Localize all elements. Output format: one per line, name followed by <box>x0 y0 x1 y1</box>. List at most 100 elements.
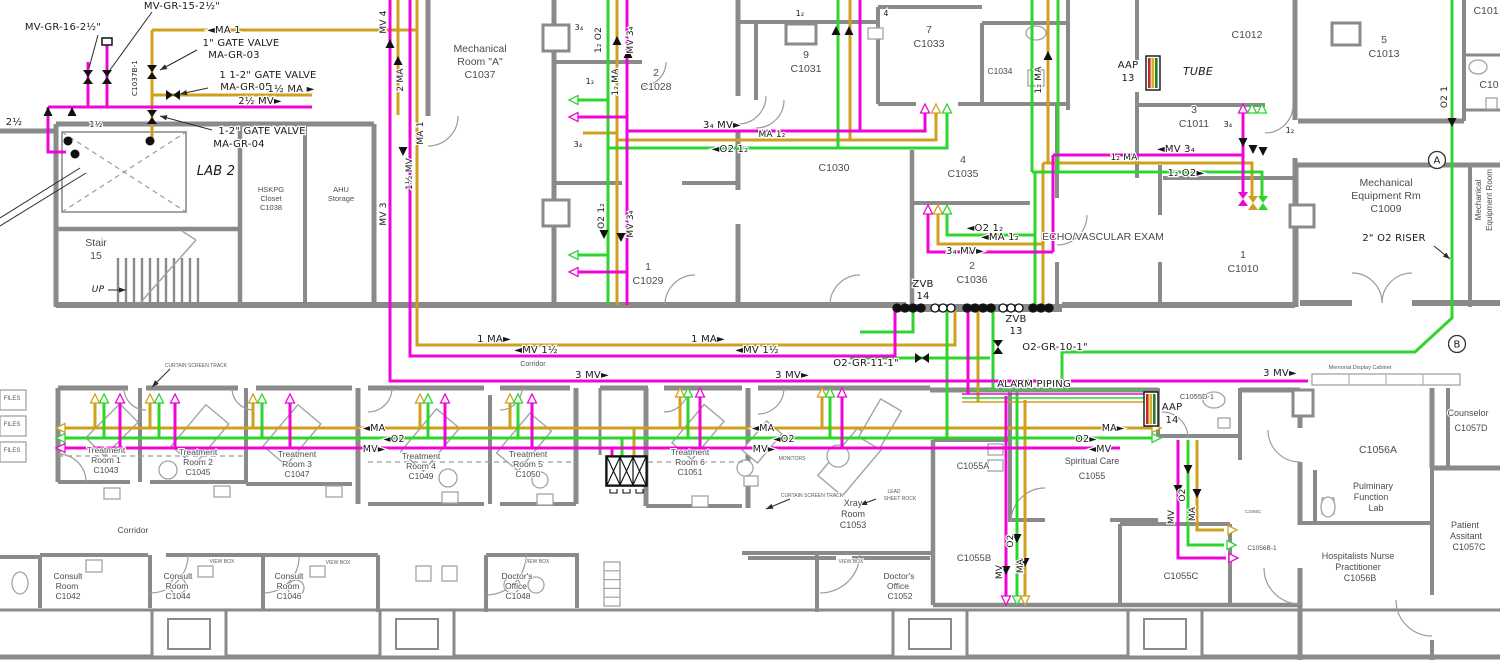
valve-box-hook <box>635 489 644 494</box>
room-label: C1012 <box>1232 29 1263 41</box>
room-label: C1037 <box>465 69 496 81</box>
leader-arrowhead <box>119 287 126 293</box>
door-arc <box>427 115 459 147</box>
room-label: C1057C <box>1452 542 1486 552</box>
flow-arrow-icon <box>1020 558 1030 567</box>
room-label: C1056A <box>1359 444 1397 456</box>
flow-arrow-icon <box>398 147 408 156</box>
gate-valve-icon <box>83 70 93 84</box>
pipe-label: 2½ MV► <box>238 95 282 107</box>
zone-valve-circle <box>962 303 972 313</box>
room-label: Treatment <box>671 447 710 457</box>
door-arc <box>1161 411 1189 439</box>
outlet-arrow-icon <box>1237 102 1249 114</box>
room-label: C1029 <box>633 275 664 287</box>
pipe-label: ◄MA <box>363 423 386 434</box>
outlet-arrow-icon <box>512 392 524 404</box>
gate-valve-icon <box>993 340 1003 354</box>
leader-arrowhead <box>1442 252 1450 259</box>
leader-line <box>0 172 87 227</box>
room-label: C1055 <box>1079 471 1106 481</box>
pipe-label: TUBE <box>1183 65 1213 78</box>
pipe-label: 2" O2 RISER <box>1362 233 1425 244</box>
room-label: Office <box>505 581 527 591</box>
room-label: Practitioner <box>1335 562 1381 572</box>
room-label: Treatment <box>278 449 317 459</box>
zone-valve-circle <box>1006 303 1016 313</box>
pipe-mv <box>388 0 1308 383</box>
furniture <box>85 559 103 573</box>
dashed-line <box>61 131 187 213</box>
valve-box-x <box>619 456 634 486</box>
room-label: Room 3 <box>282 459 312 469</box>
pipe-label: 3 MV► <box>1263 368 1297 379</box>
pipe-label: MA <box>1188 506 1198 521</box>
door-arc <box>819 552 861 594</box>
room-label: Treatment <box>509 449 548 459</box>
room-label: 4 <box>960 154 966 166</box>
zone-valve-circle <box>892 303 902 313</box>
outlet-arrow-icon <box>98 392 110 404</box>
pipe-ma <box>1043 161 1254 198</box>
outlet-arrow-icon <box>1226 539 1238 551</box>
room-label: Consult <box>275 571 304 581</box>
room-label: C1055B <box>957 553 991 564</box>
room-label: HSKPG <box>258 185 284 194</box>
outlet-arrow-icon <box>1246 102 1258 114</box>
room-label: ECHO/VASCULAR EXAM <box>1042 231 1164 243</box>
outlet-arrow-icon <box>836 386 848 398</box>
pipe-label: 1½ <box>89 120 102 129</box>
room-label: C1057D <box>1454 423 1488 433</box>
pipe-label: 3₄ <box>575 23 584 32</box>
flow-arrow-icon <box>393 56 403 65</box>
leader-line <box>0 167 81 219</box>
leader-line <box>159 49 198 71</box>
furniture-chair <box>158 460 178 480</box>
pipe-label: 14 <box>916 291 929 302</box>
pipe-o2 <box>1060 0 1454 390</box>
door-arc <box>641 61 667 87</box>
outlet-arrow-icon <box>284 392 296 404</box>
outlet-arrow-icon <box>567 266 579 278</box>
room-label: Hospitalists Nurse <box>1322 551 1395 561</box>
flow-arrow-icon <box>1238 138 1248 147</box>
pipe-o2 <box>608 112 949 150</box>
leader-line <box>88 34 99 69</box>
leader-line <box>159 115 213 131</box>
door-arc <box>149 554 189 594</box>
room-label: C1038 <box>260 203 282 212</box>
room-label: Consult <box>54 571 83 581</box>
tiny-label: CURTAIN SCREEN TRACK <box>781 493 844 499</box>
pipe-label: MA-GR-04 <box>213 139 264 150</box>
room-label: Room "A" <box>457 56 503 68</box>
room-label: C1036 <box>957 274 988 286</box>
outlet-arrow-icon <box>567 249 579 261</box>
pipe-label: 1-2" GATE VALVE <box>218 126 305 137</box>
grid-letter-label: A <box>1433 156 1440 167</box>
pipe-label: ◄MV 1½ <box>514 344 558 356</box>
tiny-label: FILES <box>4 448 21 454</box>
pipe-label: ◄MV 1½ <box>735 344 779 356</box>
outlet-arrow-icon <box>256 392 268 404</box>
pipe-label: ZVB <box>912 279 933 290</box>
flow-arrow-icon <box>623 49 633 58</box>
pipe-label: MV-GR-16-2½" <box>25 21 101 33</box>
pipe-label: MV► <box>753 444 776 455</box>
door-arc <box>123 387 147 411</box>
pipe-label: 1₂ MA <box>1034 66 1044 94</box>
pipe-label: AAP <box>1162 402 1183 413</box>
room-label: 15 <box>90 250 102 262</box>
pipe-label: 1 1-2" GATE VALVE <box>219 70 316 81</box>
room-label: Equipment Rm <box>1351 190 1421 202</box>
tiny-label: VIEW BOX <box>326 560 351 566</box>
room-label: C1056B-1 <box>1247 545 1277 552</box>
furniture <box>691 495 709 508</box>
pipe-label: MV <box>1167 509 1177 524</box>
furniture <box>1485 97 1498 110</box>
gate-valve-icon <box>915 353 929 363</box>
room-label: C1051 <box>677 467 702 477</box>
furniture <box>441 565 458 582</box>
furniture <box>0 441 27 463</box>
pipe-label: 13 <box>1009 326 1022 337</box>
